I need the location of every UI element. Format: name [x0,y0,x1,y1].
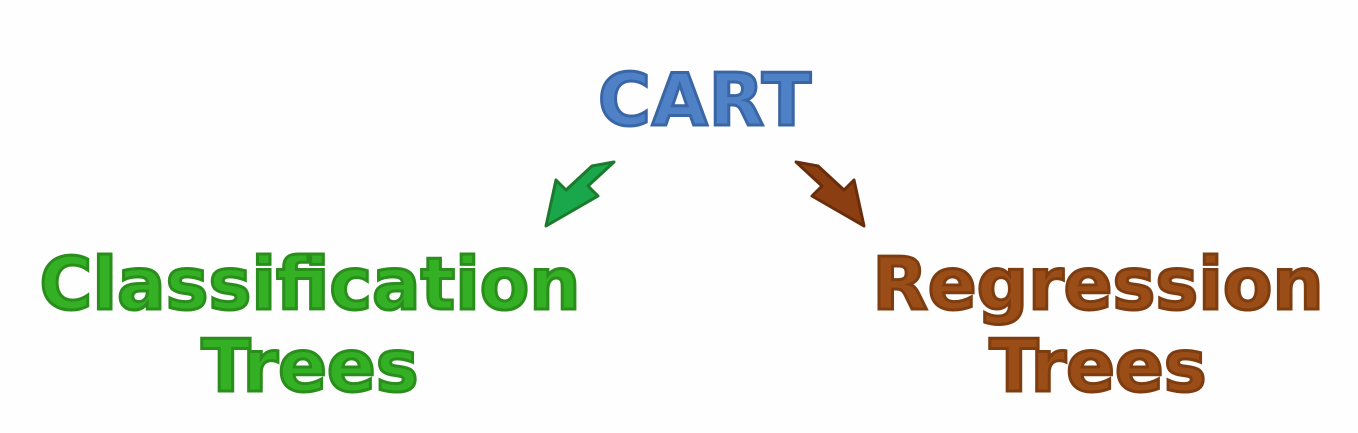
regression-trees-node: Regression Trees [858,242,1338,408]
arrow-down-left-icon [544,160,616,228]
classification-trees-label: Trees [200,324,420,408]
cart-root-label: CART [597,58,813,142]
regression-label: Regression [871,242,1325,326]
regression-trees-label: Trees [988,324,1208,408]
classification-trees-node: Classification Trees [20,242,600,408]
arrow-down-right-icon [794,160,866,228]
classification-label: Classification [38,242,582,326]
